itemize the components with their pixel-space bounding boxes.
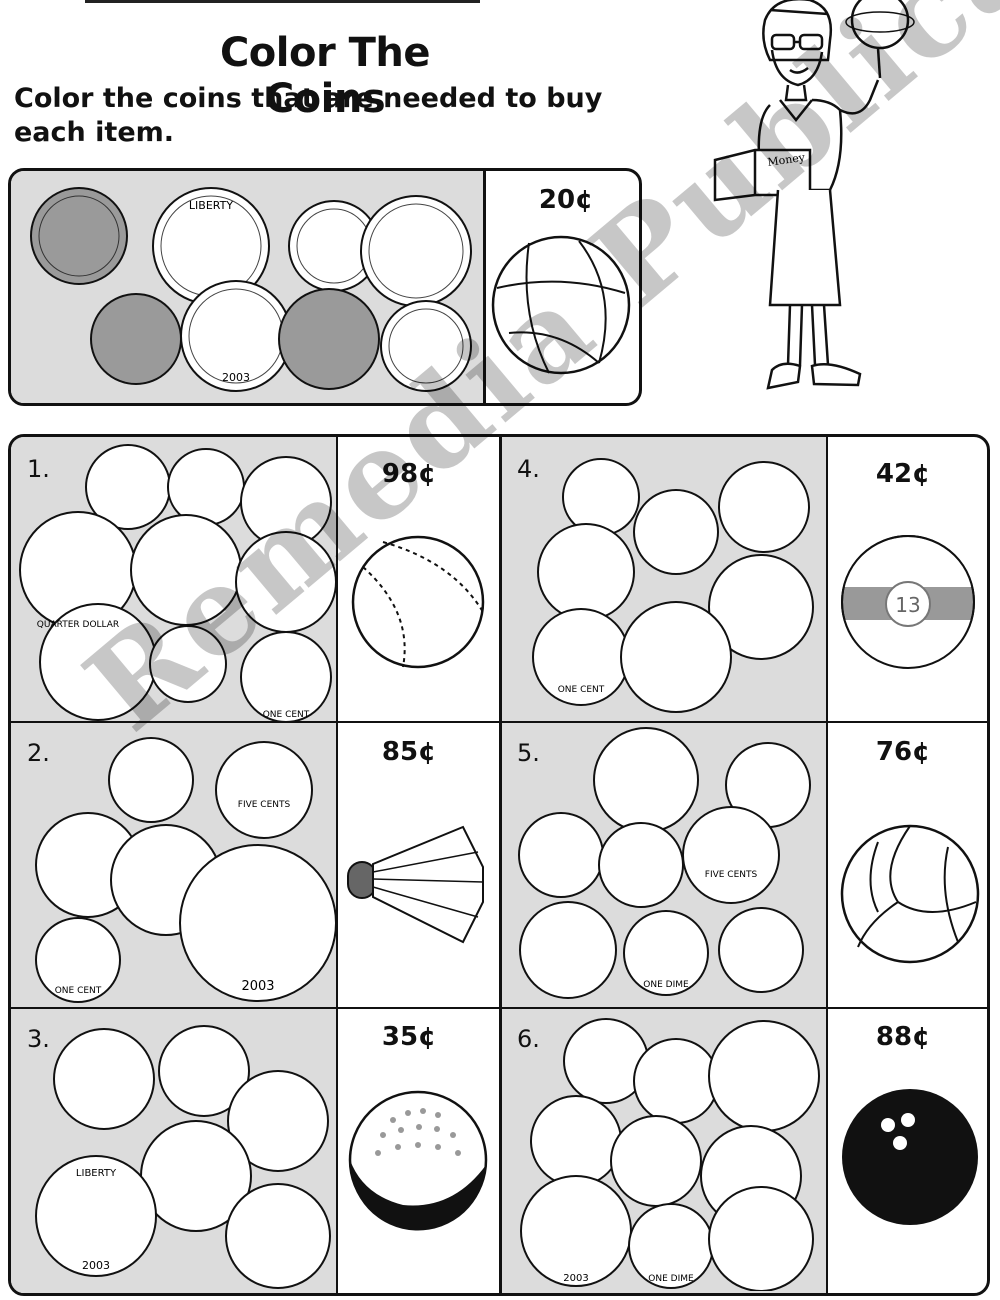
svg-text:ONE CENT: ONE CENT xyxy=(55,986,102,996)
problem-2-coins: FIVE CENTS 2003 ONE CENT xyxy=(35,737,336,1003)
coin-nickel-back-shaded xyxy=(278,288,380,390)
problem-4-number: 4. xyxy=(517,455,540,483)
svg-text:ONE CENT: ONE CENT xyxy=(558,685,605,695)
example-coins-area: LIBERTY 2003 xyxy=(11,171,483,403)
example-coin-group: LIBERTY 2003 xyxy=(30,187,472,392)
billiard-ball-icon: 13 xyxy=(841,535,975,670)
svg-text:2003: 2003 xyxy=(241,979,274,994)
svg-text:ONE DIME: ONE DIME xyxy=(643,980,689,990)
problem-6-coins: 2003 ONE DIME xyxy=(520,1018,820,1291)
coin-nickel-shaded xyxy=(30,187,128,285)
svg-text:2003: 2003 xyxy=(563,1273,588,1284)
billiard-number: 13 xyxy=(895,593,920,617)
bowling-ball-icon xyxy=(842,1089,978,1225)
coin-quarter-back xyxy=(360,195,472,307)
problem-3-number: 3. xyxy=(27,1025,50,1053)
shuttlecock-icon xyxy=(347,825,484,944)
problem-6-price: 88¢ xyxy=(875,1022,931,1052)
problem-3-price: 35¢ xyxy=(381,1022,437,1052)
teacher-illustration: Money xyxy=(713,0,915,390)
problem-1-coins: QUARTER DOLLAR ONE CENT xyxy=(19,444,336,722)
problems-grid: 1. 98¢ QUARTER DOLLAR ONE CENT 2. 85¢ FI… xyxy=(8,434,990,1296)
svg-text:ONE CENT: ONE CENT xyxy=(263,710,310,720)
name-line xyxy=(85,0,480,3)
instructions: Color the coins that are needed to buy e… xyxy=(14,83,603,148)
svg-text:2003: 2003 xyxy=(82,1259,110,1272)
problem-3-coins: 2003 LIBERTY xyxy=(35,1025,331,1289)
problem-4-coins: ONE CENT xyxy=(532,458,814,713)
problem-1-price: 98¢ xyxy=(381,459,437,489)
coin-quarter-2: 2003 xyxy=(180,280,292,392)
problem-5-number: 5. xyxy=(517,739,540,767)
volleyball-icon xyxy=(840,824,980,964)
problem-2-number: 2. xyxy=(27,739,50,767)
problem-1-number: 1. xyxy=(27,455,50,483)
basketball-icon xyxy=(491,235,631,375)
problem-4-price: 42¢ xyxy=(875,459,931,489)
baseball-icon xyxy=(351,535,485,669)
svg-text:QUARTER DOLLAR: QUARTER DOLLAR xyxy=(37,620,119,630)
svg-text:LIBERTY: LIBERTY xyxy=(76,1168,117,1179)
svg-text:LIBERTY: LIBERTY xyxy=(189,199,233,212)
problem-5-coins: ONE DIME FIVE CENTS xyxy=(518,727,811,999)
coin-dime-shaded xyxy=(90,293,182,385)
page-title: Color The Coins xyxy=(219,30,431,122)
problem-6-number: 6. xyxy=(517,1025,540,1053)
problem-2-price: 85¢ xyxy=(381,737,437,767)
coin-penny-2 xyxy=(380,300,472,392)
problem-5-price: 76¢ xyxy=(875,737,931,767)
svg-text:ONE DIME: ONE DIME xyxy=(648,1274,694,1284)
svg-text:2003: 2003 xyxy=(222,371,250,384)
svg-text:FIVE CENTS: FIVE CENTS xyxy=(705,870,758,880)
golf-ball-icon xyxy=(348,1090,488,1231)
svg-text:Money: Money xyxy=(767,151,807,169)
example-price: 20¢ xyxy=(538,185,594,215)
svg-text:FIVE CENTS: FIVE CENTS xyxy=(238,800,291,810)
example-box: LIBERTY 2003 20¢ xyxy=(8,168,642,406)
